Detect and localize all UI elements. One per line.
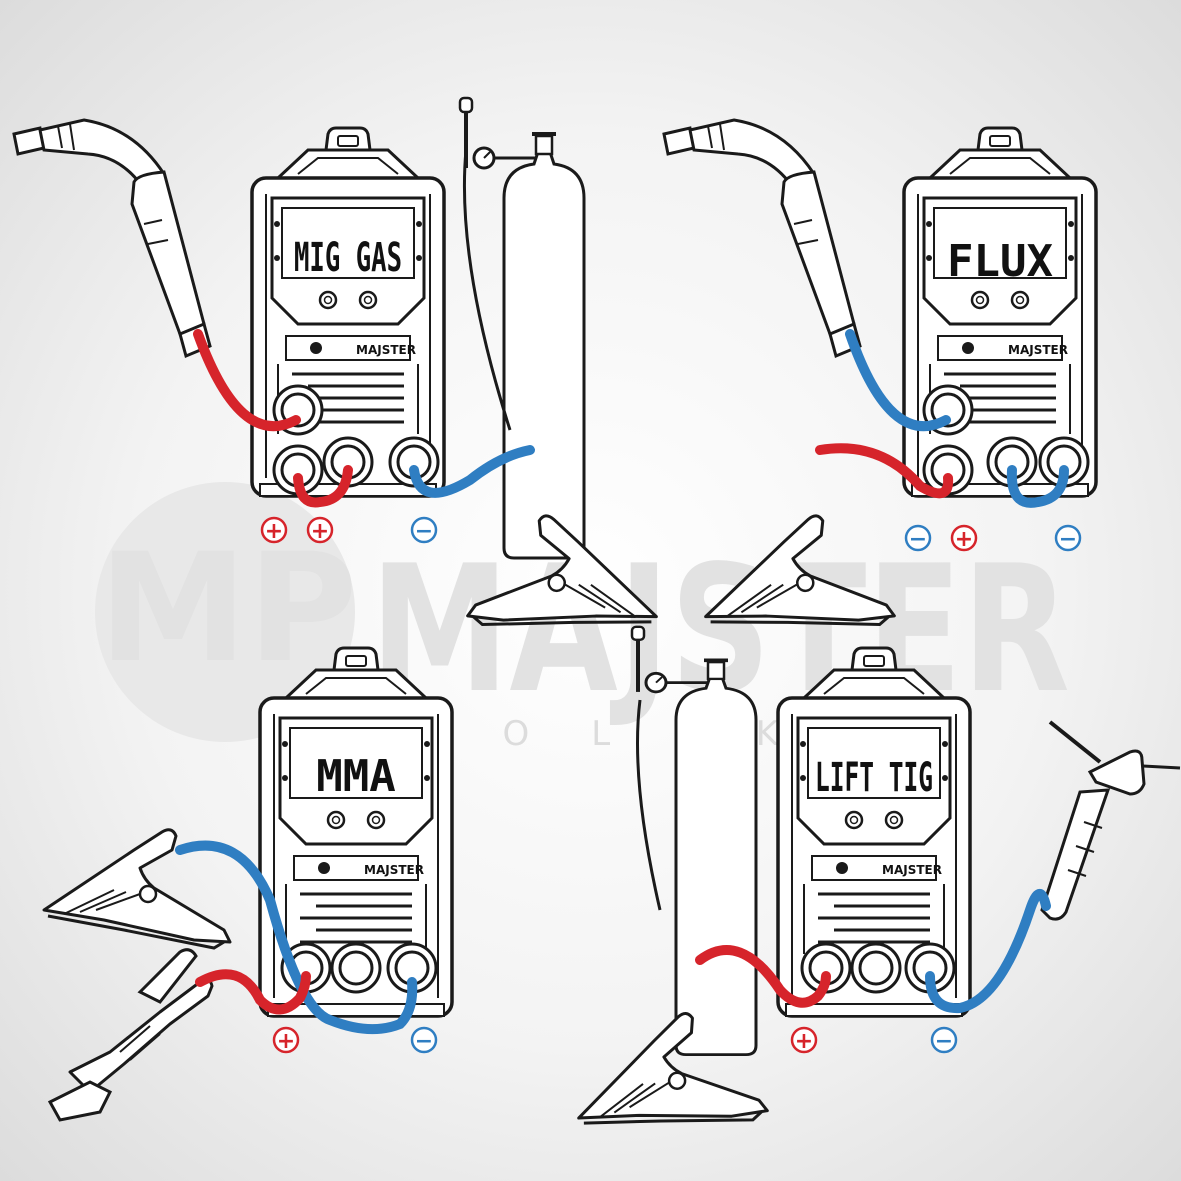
brand-label: MAJSTER (364, 863, 424, 877)
socket-icon (330, 942, 382, 994)
polarity-symbol: + (311, 519, 329, 544)
electrode-holder-icon (48, 948, 214, 1122)
polarity-markers: + + − (260, 516, 438, 544)
mode-label: MMA (316, 751, 395, 802)
mode-label: FLUX (947, 236, 1053, 287)
polarity-markers: + − (790, 1026, 958, 1054)
polarity-symbol: − (415, 519, 433, 544)
brand-label: MAJSTER (882, 863, 942, 877)
positive-cable (193, 329, 301, 432)
polarity-symbol: + (955, 527, 973, 552)
welding-machine: MMA MAJSTER (258, 646, 454, 1018)
gas-cylinder-icon (630, 624, 758, 1057)
negative-cable (1006, 465, 1069, 508)
mode-label: MIG GAS (294, 235, 402, 281)
brand-label: MAJSTER (1008, 343, 1068, 357)
negative-cable (925, 889, 1051, 1014)
polarity-symbol: − (909, 527, 927, 552)
polarity-symbol: + (277, 1029, 295, 1054)
positive-cable (293, 465, 353, 508)
panel-mma: MMA MAJSTER + − (42, 646, 454, 1122)
polarity-symbol: − (935, 1029, 953, 1054)
negative-cable (845, 329, 951, 432)
welding-machine: MIG GAS MAJSTER (250, 126, 446, 498)
negative-cable (409, 445, 535, 498)
panel-lift-tig: LIFT TIG MAJSTER + − (560, 624, 1181, 1157)
mig-torch-icon (12, 118, 212, 358)
panel-mig-gas: MIG GAS MAJSTER + + − (12, 96, 672, 656)
watermark-monogram: MP (98, 522, 357, 696)
tig-torch-icon (1040, 720, 1181, 922)
socket-icon (850, 942, 902, 994)
gas-cylinder-icon (458, 96, 586, 560)
brand-label: MAJSTER (356, 343, 416, 357)
polarity-symbol: − (415, 1029, 433, 1054)
mode-label: LIFT TIG (815, 755, 933, 801)
welding-machine: LIFT TIG MAJSTER (776, 646, 972, 1018)
polarity-markers: − + − (904, 524, 1082, 552)
polarity-symbol: + (265, 519, 283, 544)
welding-machine: FLUX MAJSTER (902, 126, 1098, 498)
negative-cable (175, 840, 418, 1035)
polarity-symbol: − (1059, 527, 1077, 552)
panel-flux: FLUX MAJSTER − + − (662, 118, 1098, 656)
polarity-markers: + − (272, 1026, 438, 1054)
polarity-symbol: + (795, 1029, 813, 1054)
positive-cable (195, 969, 311, 1015)
watermark-circle (95, 482, 355, 742)
positive-cable (695, 945, 831, 1008)
positive-cable (815, 443, 954, 499)
mig-torch-icon (662, 118, 862, 358)
